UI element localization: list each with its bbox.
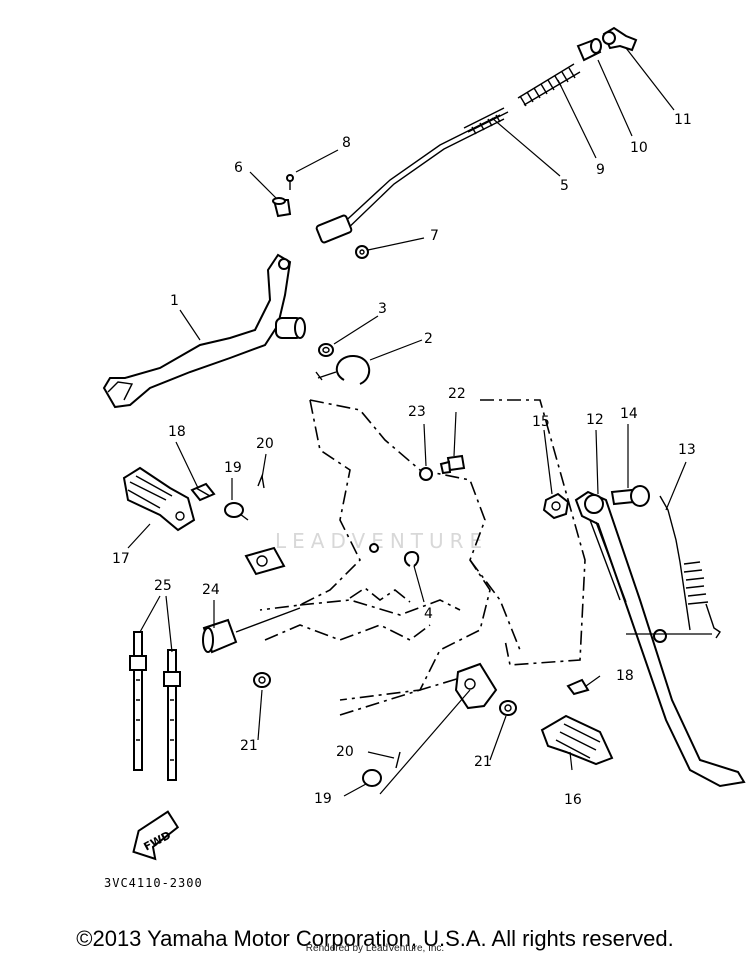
cotter-pin	[286, 174, 294, 190]
brake-spring	[517, 63, 581, 107]
callout-16: 16	[564, 792, 582, 808]
callout-15: 15	[532, 414, 550, 430]
washer-small	[419, 467, 433, 481]
callout-25: 25	[154, 578, 172, 594]
callout-23: 23	[408, 404, 426, 420]
callout-18b: 18	[616, 668, 634, 684]
callout-2: 2	[424, 331, 433, 347]
adjusting-nut	[602, 26, 638, 52]
copyright-notice: ©2013 Yamaha Motor Corporation, U.S.A. A…	[76, 926, 674, 951]
collar	[576, 38, 602, 62]
callout-7: 7	[430, 228, 439, 244]
brake-pedal	[102, 253, 306, 409]
sidestand-nut	[542, 492, 570, 520]
leader-lines	[127, 47, 712, 797]
washer	[318, 343, 334, 357]
callout-21a: 21	[240, 738, 258, 754]
cotter-left	[257, 473, 265, 489]
rendered-by-credit: Rendered by LeadVenture, Inc.	[305, 943, 445, 954]
callout-24: 24	[202, 582, 220, 598]
footrest-pin-right	[362, 751, 401, 787]
footrest-spring-left	[190, 482, 216, 502]
footrest-bracket-left	[244, 546, 286, 576]
watermark-text: LEADVENTURE	[275, 529, 488, 553]
callout-10: 10	[630, 140, 648, 156]
callout-13: 13	[678, 442, 696, 458]
bolt	[439, 454, 466, 475]
callout-20b: 20	[336, 744, 354, 760]
callout-21b: 21	[474, 754, 492, 770]
sidestand-bolt	[610, 485, 650, 507]
callout-5: 5	[560, 178, 569, 194]
callout-3: 3	[378, 301, 387, 317]
callout-9: 9	[596, 162, 605, 178]
sidestand-spring	[653, 495, 721, 643]
footrest-right	[540, 714, 614, 766]
frame-outline	[259, 399, 586, 716]
damper	[202, 607, 301, 654]
footrest-pin-left	[224, 502, 249, 521]
washer-right	[499, 700, 517, 716]
callout-4: 4	[424, 606, 433, 622]
callout-19a: 19	[224, 460, 242, 476]
brake-rod	[315, 107, 509, 244]
callout-1: 1	[170, 293, 179, 309]
pin	[272, 197, 292, 218]
callout-6: 6	[234, 160, 243, 176]
callout-18a: 18	[168, 424, 186, 440]
fwd-arrow-icon: FWD	[132, 810, 180, 861]
footrest-spring-right	[566, 678, 590, 696]
callout-11: 11	[674, 112, 692, 128]
spring-clip	[315, 354, 370, 385]
sidestand	[574, 490, 746, 788]
diagram-part-number: 3VC4110-2300	[104, 876, 203, 890]
callout-22: 22	[448, 386, 466, 402]
nut	[355, 245, 369, 259]
callout-14: 14	[620, 406, 638, 422]
footrest-bracket-right	[454, 662, 498, 710]
callout-20a: 20	[256, 436, 274, 452]
callout-12: 12	[586, 412, 604, 428]
washer-left	[253, 672, 271, 688]
cable-ties	[129, 631, 181, 781]
callout-19b: 19	[314, 791, 332, 807]
footrest-left	[122, 466, 196, 532]
circlip	[369, 543, 420, 567]
callout-8: 8	[342, 135, 351, 151]
callout-numbers: 1 2 3 4 5 6 7 8 9 10 11 12 13 14 15 16 1…	[112, 112, 696, 808]
callout-17: 17	[112, 551, 130, 567]
